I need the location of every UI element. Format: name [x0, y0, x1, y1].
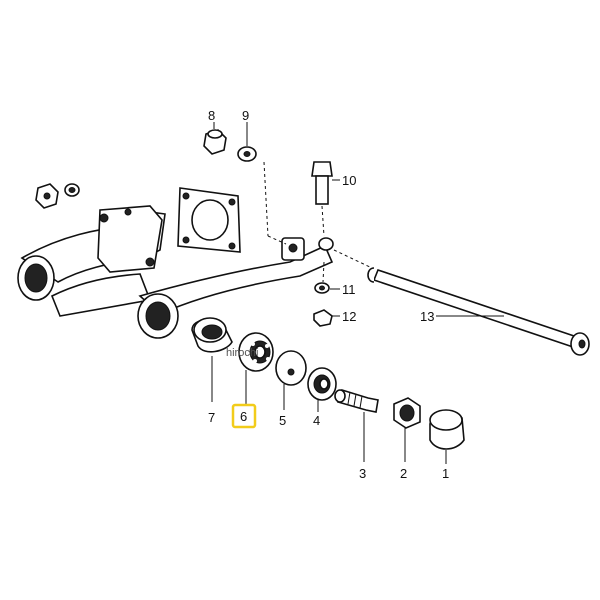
- part-12-nut: [313, 309, 333, 327]
- part-6-highlight-box: [231, 403, 257, 429]
- callout-12: 12: [342, 309, 356, 324]
- part-8-nut: [203, 129, 227, 155]
- callout-3: 3: [359, 466, 366, 481]
- callout-4: 4: [313, 413, 320, 428]
- callout-7: 7: [208, 410, 215, 425]
- swing-arm: [17, 205, 334, 339]
- part-10-bolt: [311, 161, 333, 205]
- part-4-spacer: [307, 367, 337, 401]
- callout-10: 10: [342, 173, 356, 188]
- gasket-plate: [177, 187, 241, 253]
- part-7-sleeve: [191, 317, 233, 353]
- part-2-nut: [393, 397, 421, 429]
- part-6-bearing: [238, 332, 274, 372]
- part-5-washer: [275, 350, 307, 386]
- callout-2: 2: [400, 466, 407, 481]
- callout-11: 11: [342, 282, 356, 297]
- part-9-washer: [237, 146, 257, 162]
- left-nut-washer: [35, 183, 80, 209]
- callout-9: 9: [242, 108, 249, 123]
- callout-6: 6: [240, 409, 247, 424]
- part-13-shaft: [367, 267, 590, 356]
- part-3-stud: [334, 389, 379, 413]
- callout-13: 13: [420, 309, 434, 324]
- part-11-washer: [314, 282, 330, 294]
- callout-1: 1: [442, 466, 449, 481]
- callout-8: 8: [208, 108, 215, 123]
- part-1-cap: [429, 409, 465, 450]
- watermark-text: hirochi: [226, 347, 258, 359]
- callout-5: 5: [279, 413, 286, 428]
